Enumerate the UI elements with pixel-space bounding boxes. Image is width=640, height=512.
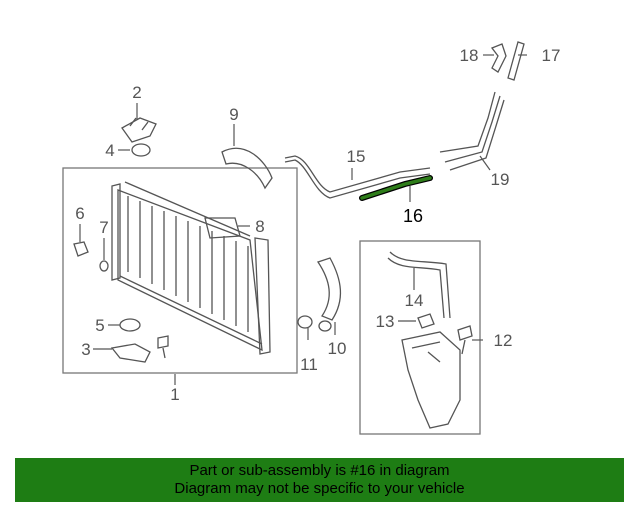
callout-17: 17 — [542, 46, 561, 65]
reservoir-hose-part-14[interactable] — [387, 251, 451, 319]
hose-part-17[interactable] — [507, 41, 525, 81]
cushion-part-4[interactable] — [131, 143, 151, 157]
callout-6: 6 — [75, 204, 84, 223]
callout-10: 10 — [328, 339, 347, 358]
callout-13: 13 — [376, 312, 395, 331]
bolt-radiator[interactable] — [157, 335, 169, 359]
o-ring-part-7[interactable] — [99, 260, 109, 272]
radiator-group-box — [62, 167, 298, 374]
leader-lines — [79, 54, 527, 385]
callout-12: 12 — [494, 331, 513, 350]
parts-diagram: 1 2 3 4 5 6 7 8 9 10 11 12 13 14 15 16 1… — [62, 41, 560, 435]
callout-19: 19 — [491, 170, 510, 189]
cap-part-13[interactable] — [417, 313, 435, 329]
bracket-part-2[interactable] — [121, 117, 157, 143]
pipe-part-15[interactable] — [284, 155, 431, 193]
callout-8: 8 — [255, 217, 264, 236]
callout-3: 3 — [81, 340, 90, 359]
fitting-part-18[interactable] — [490, 43, 507, 73]
pipes-part-19[interactable] — [439, 91, 505, 171]
upper-hose-part-9[interactable] — [221, 147, 273, 190]
callout-18: 18 — [460, 46, 479, 65]
callout-15: 15 — [347, 147, 366, 166]
hose-part-16[interactable] — [360, 176, 432, 200]
callout-2: 2 — [132, 83, 141, 102]
clamp-part-11b[interactable] — [318, 320, 332, 332]
callout-7: 7 — [99, 218, 108, 237]
callout-4: 4 — [105, 141, 114, 160]
cushion-part-5[interactable] — [119, 318, 141, 332]
callout-labels: 1 2 3 4 5 6 7 8 9 10 11 12 13 14 15 16 1… — [75, 46, 560, 404]
radiator[interactable] — [111, 181, 271, 355]
callout-14: 14 — [405, 291, 424, 310]
callout-5: 5 — [95, 316, 104, 335]
banner-line-1: Part or sub-assembly is #16 in diagram — [189, 462, 450, 479]
bracket-part-3[interactable] — [110, 343, 151, 363]
callout-1: 1 — [170, 385, 179, 404]
clamp-part-11[interactable] — [297, 315, 313, 329]
drain-plug-part-6[interactable] — [73, 241, 89, 257]
callout-9: 9 — [229, 105, 238, 124]
reservoir-group-box — [359, 240, 481, 435]
callout-16: 16 — [403, 206, 423, 226]
banner-line-2: Diagram may not be specific to your vehi… — [174, 480, 465, 497]
bolt-part-12[interactable] — [457, 325, 473, 355]
info-banner: Part or sub-assembly is #16 in diagram D… — [15, 458, 624, 502]
callout-11: 11 — [300, 355, 318, 374]
reservoir-tank[interactable] — [401, 331, 461, 429]
lower-hose-part-10[interactable] — [316, 257, 342, 321]
